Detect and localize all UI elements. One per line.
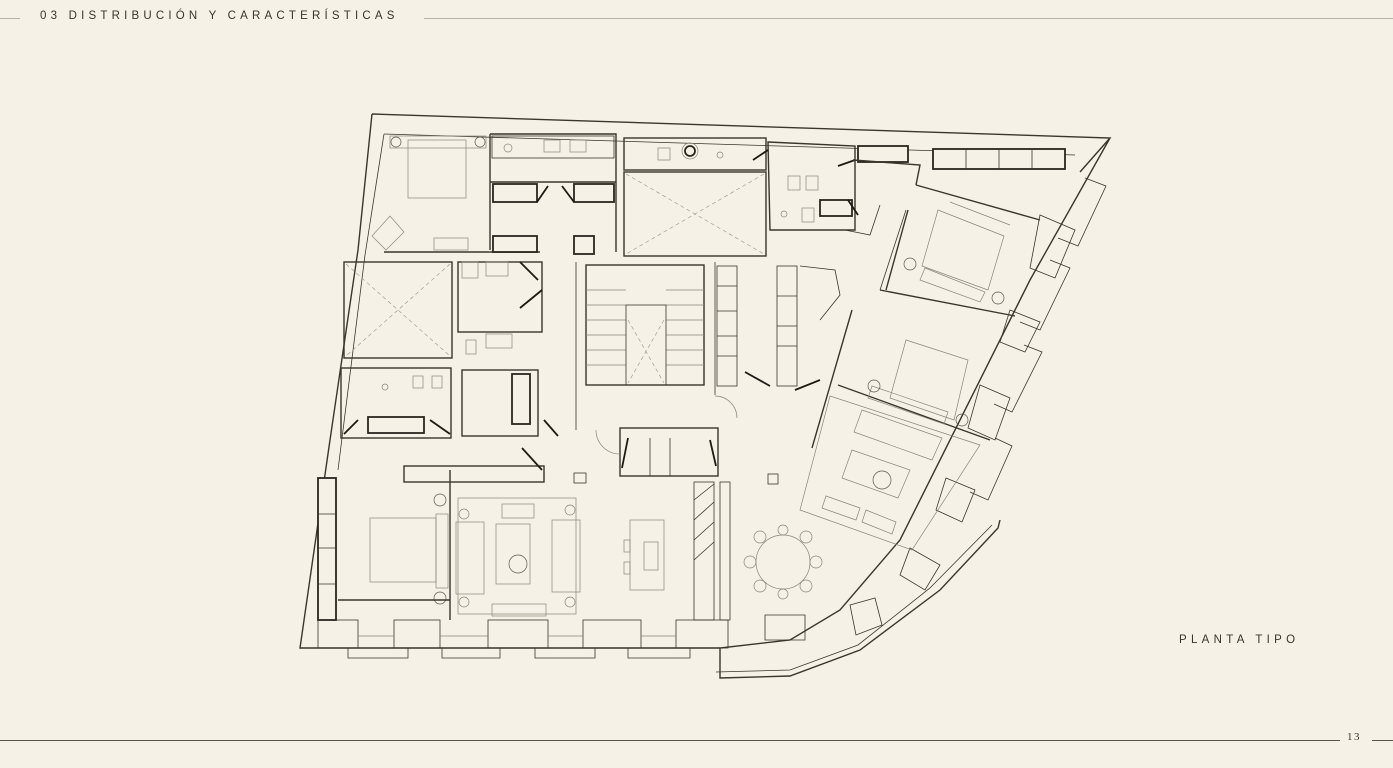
plan-label: PLANTA TIPO [1179, 634, 1300, 646]
left-bathrooms [340, 261, 559, 439]
living-room-bottom [403, 465, 581, 617]
storage-strip-top-right [932, 148, 1066, 170]
header-rule-left [0, 18, 20, 19]
bottom-balconies [317, 619, 729, 659]
service-core-top [623, 137, 767, 257]
section-title: 03 DISTRIBUCIÓN Y CARACTERÍSTICAS [40, 10, 399, 22]
bathroom-top [490, 133, 617, 255]
footer-rule-left [0, 740, 1340, 741]
footer-rule-right [1372, 740, 1393, 741]
corridor-closets [716, 265, 821, 391]
right-balconies [764, 177, 1107, 641]
header-rule-right [424, 18, 1393, 19]
dining-table [743, 524, 823, 600]
living-room-right [799, 395, 981, 551]
staircase [575, 262, 716, 430]
bedroom-bottom-left [317, 470, 451, 621]
entrance-core [521, 395, 738, 477]
right-interior-walls [799, 159, 921, 321]
bedroom-right-middle [811, 309, 991, 449]
bedroom-right-upper [879, 184, 1041, 317]
page-number: 13 [1347, 731, 1361, 743]
kitchen [573, 472, 779, 621]
outer-walls [299, 113, 1112, 679]
bathroom-top-right [752, 141, 909, 231]
